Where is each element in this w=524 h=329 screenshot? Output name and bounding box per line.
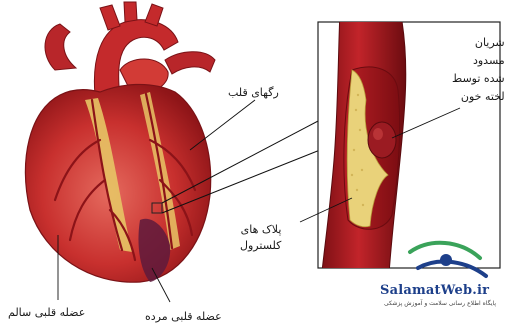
aortic-branch-2	[124, 2, 137, 22]
label-plaque-line2: کلسترول	[240, 238, 281, 254]
vena-cava	[165, 52, 215, 74]
label-cholesterol-plaque: پلاک های کلسترول	[240, 222, 281, 254]
label-healthy-muscle: عضله قلبی سالم	[8, 306, 85, 319]
label-heart-vessels: رگهای قلب	[228, 86, 279, 99]
logo-name: SalamatWeb.ir	[380, 283, 489, 298]
label-blocked-artery-line2: مسدود	[452, 52, 505, 70]
aortic-branch-1	[100, 5, 120, 30]
blood-clot-highlight	[373, 128, 383, 140]
heart-illustration	[25, 2, 215, 282]
label-dead-muscle: عضله قلبی مرده	[145, 310, 222, 323]
label-blocked-artery: شریان مسدود شده توسط لخته خون	[452, 34, 505, 106]
label-blocked-artery-line3: شده توسط	[452, 70, 505, 88]
label-blocked-artery-line4: لخته خون	[452, 88, 505, 106]
label-blocked-artery-line1: شریان	[452, 34, 505, 52]
label-plaque-line1: پلاک های	[240, 222, 281, 238]
blood-clot	[368, 122, 396, 158]
aortic-branch-3	[145, 4, 163, 26]
logo-tagline: پایگاه اطلاع رسانی سلامت و آموزش پزشکی	[384, 300, 496, 307]
pulmonary-artery	[45, 24, 76, 70]
